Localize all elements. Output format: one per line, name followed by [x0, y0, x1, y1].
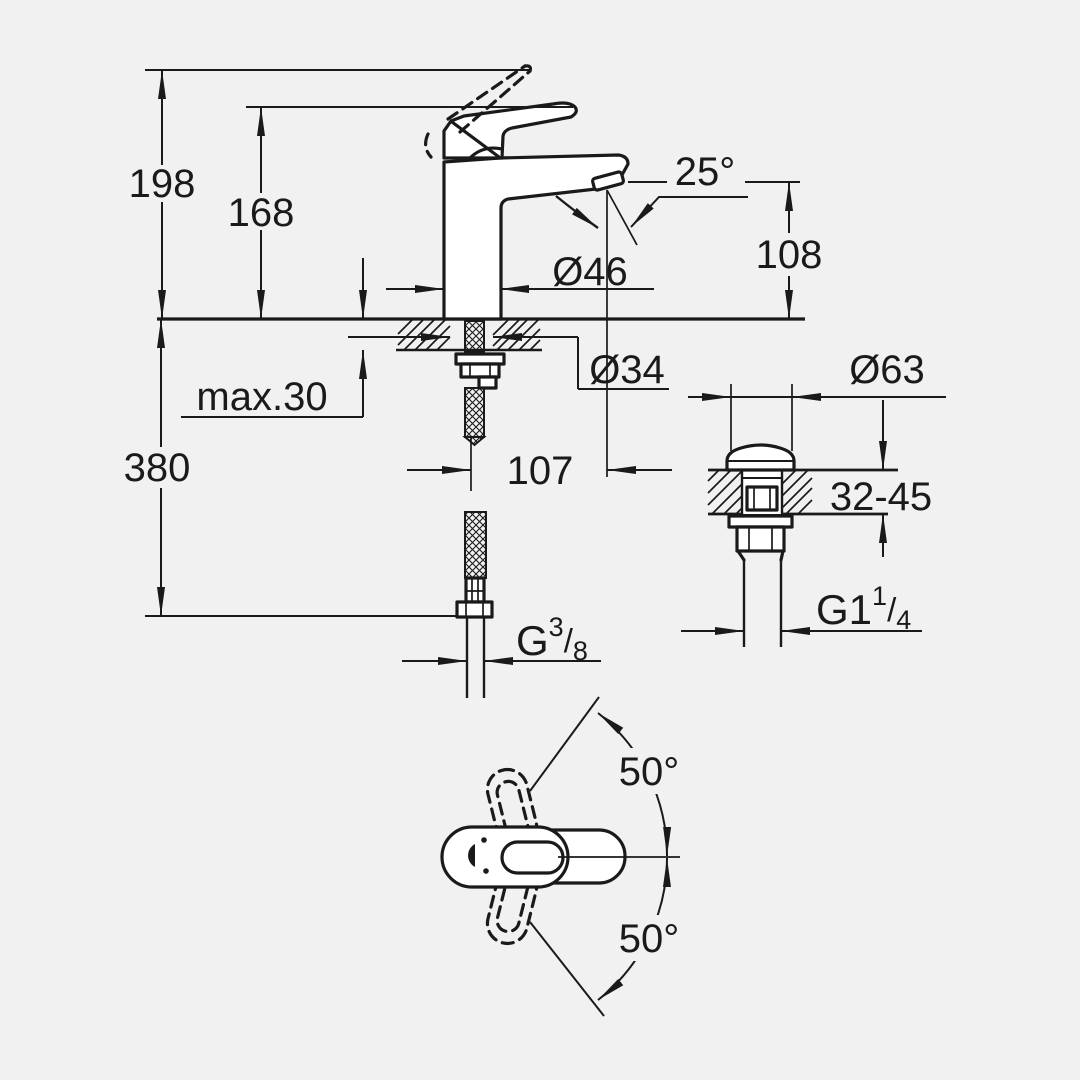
dim-label-g38: G3/8 — [516, 612, 588, 666]
dim-label-32-45: 32-45 — [830, 475, 932, 519]
waste-valve — [725, 443, 796, 647]
dim-waste-counter-thickness: 32-45 — [830, 400, 932, 557]
dim-label-50-lower: 50° — [619, 917, 680, 961]
dim-label-d63: Ø63 — [849, 348, 925, 392]
faucet-side-view: 198 168 25° 108 Ø46 — [124, 64, 823, 698]
g38-sup: 3 — [549, 612, 564, 642]
g114-main: G1 — [816, 586, 872, 633]
spray-direction-arrow — [555, 195, 599, 229]
swivel-line-upper — [529, 696, 600, 792]
dim-label-g114: G11/4 — [816, 581, 911, 635]
dim-label-198: 198 — [129, 162, 196, 206]
handle-plan-view: 50° 50° — [440, 696, 688, 1017]
spray-angle-line — [606, 189, 638, 246]
g38-sub: 8 — [573, 636, 588, 666]
dim-spout-angle: 25° — [628, 150, 800, 228]
dim-label-108: 108 — [756, 233, 823, 277]
dim-waste-thread: G11/4 — [681, 581, 922, 635]
waste-deck-hatching — [707, 469, 813, 515]
waste-cap — [725, 443, 796, 472]
dim-label-380: 380 — [124, 446, 191, 490]
dim-label-max30: max.30 — [196, 375, 327, 419]
handle-inner-oval — [500, 840, 565, 875]
popup-waste-view: Ø63 32-45 G11/4 — [681, 348, 946, 647]
dim-overall-height: 198 — [129, 70, 196, 319]
dim-label-d46: Ø46 — [552, 250, 628, 294]
dim-flange-diameter: Ø63 — [688, 348, 946, 451]
dim-spout-reach: 107 — [407, 437, 672, 493]
dim-counter-thickness: max.30 — [181, 258, 367, 419]
dim-supply-thread: G3/8 — [402, 612, 601, 666]
dim-label-d34: Ø34 — [589, 348, 665, 392]
faucet-body — [442, 153, 630, 321]
g114-sub: 4 — [896, 605, 911, 635]
dim-hole-diameter: Ø34 — [348, 333, 669, 392]
dim-supply-length: 380 — [124, 319, 457, 617]
handle-logo-mark — [468, 844, 475, 867]
g114-sup: 1 — [872, 581, 887, 611]
g114-slash: / — [887, 591, 897, 628]
dim-label-50-upper: 50° — [619, 750, 680, 794]
handle-top-outline — [440, 825, 627, 889]
dim-label-25deg: 25° — [675, 150, 736, 194]
g38-main: G — [516, 617, 549, 664]
swivel-line-lower — [529, 921, 605, 1017]
dim-body-diameter: Ø46 — [386, 250, 654, 294]
waste-locknut — [735, 525, 786, 553]
dim-outlet-height: 108 — [756, 182, 823, 319]
dim-label-107: 107 — [507, 449, 574, 493]
waste-flange — [727, 514, 794, 529]
dim-label-168: 168 — [228, 191, 295, 235]
aerator — [591, 170, 625, 192]
g38-slash: / — [564, 622, 574, 659]
mounting-shank — [454, 320, 506, 447]
dim-handle-height: 168 — [228, 107, 295, 319]
